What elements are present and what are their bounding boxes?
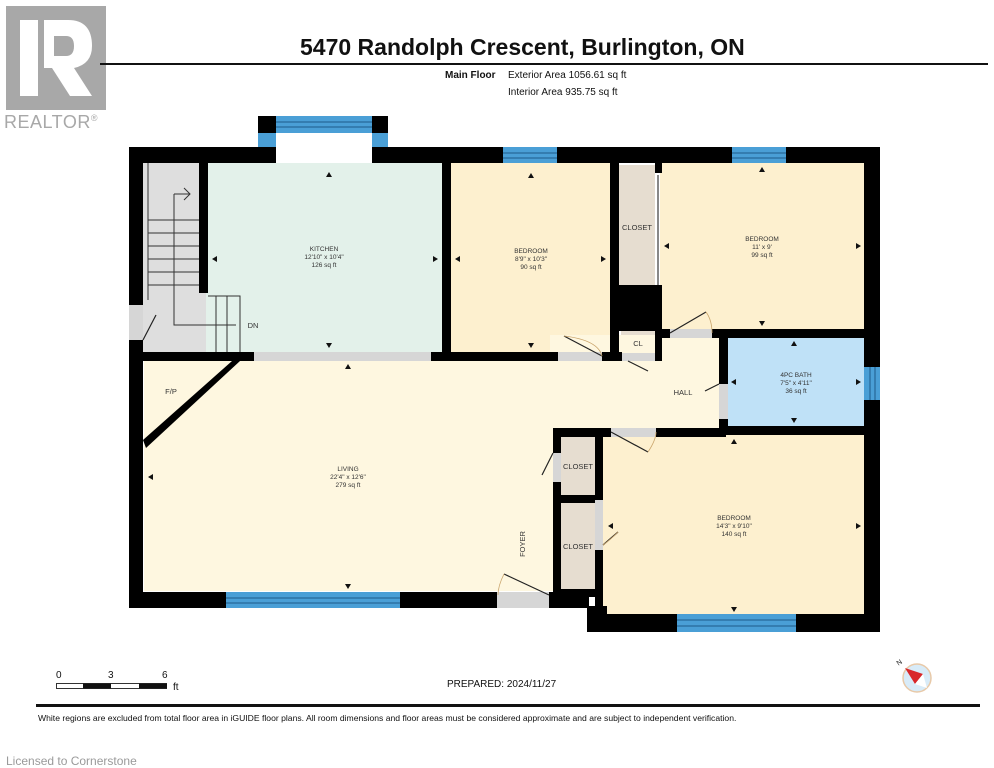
walls [129,147,880,632]
room-hall [550,335,722,430]
realtor-logo [6,6,106,110]
realtor-logo-text: REALTOR® [4,112,98,132]
room-area-bedroom-3: 140 sq ft [722,531,747,538]
scale-unit: ft [173,682,179,693]
dimension-markers [148,167,861,612]
room-area-bath: 36 sq ft [785,388,807,395]
room-name-bedroom-1: BEDROOM [514,248,548,255]
room-bedroom-1 [450,163,610,353]
room-area-living: 279 sq ft [336,482,361,489]
exterior-area: Exterior Area 1056.61 sq ft [508,70,627,81]
closet-1-fill [619,165,655,285]
room-name-bedroom-2: BEDROOM [745,236,779,243]
stairs [147,163,241,352]
floor-plan: KITCHEN 12'10" x 10'4" 126 sq ft BEDROOM… [129,116,880,632]
closet-2-fill [561,437,595,495]
windows [226,147,880,632]
floor-label: Main Floor [445,70,496,81]
closet-3-fill [561,503,595,589]
room-name-bath: 4PC BATH [780,372,812,379]
room-kitchen [206,163,442,355]
room-dims-bath: 7'5" x 4'11" [780,380,812,387]
door-openings [129,305,728,608]
room-dims-bedroom-2: 11' x 9' [752,244,772,251]
prepared-date: PREPARED: 2024/11/27 [447,679,557,690]
closet-label-1: CLOSET [622,223,652,232]
stairs-down-label: DN [248,321,259,330]
scale-bar: 0 3 6 ft [54,670,194,693]
compass-icon: N [896,659,932,693]
closet-label-3: CLOSET [563,542,593,551]
room-area-kitchen: 126 sq ft [312,262,337,269]
svg-text:N: N [896,659,904,668]
scale-tick-0: 0 [56,670,62,681]
room-name-living: LIVING [337,466,358,473]
cl-label: CL [633,339,643,348]
foyer-label: FOYER [518,531,527,557]
scale-tick-6: 6 [162,670,168,681]
room-name-kitchen: KITCHEN [310,246,339,253]
room-living [144,361,556,591]
room-area-bedroom-2: 99 sq ft [751,252,773,259]
room-name-bedroom-3: BEDROOM [717,515,751,522]
room-dims-living: 22'4" x 12'6" [330,474,366,481]
room-dims-bedroom-1: 8'9" x 10'3" [515,256,548,263]
footer-divider [36,704,980,707]
room-area-bedroom-1: 90 sq ft [520,264,542,271]
page-title: 5470 Randolph Crescent, Burlington, ON [300,34,745,60]
room-dims-kitchen: 12'10" x 10'4" [304,254,344,261]
fireplace-wall [143,361,240,448]
room-bedroom-2 [660,163,864,330]
hall-label: HALL [674,388,693,397]
room-bedroom-3 [602,435,864,615]
disclaimer-text: White regions are excluded from total fl… [38,713,737,723]
title-divider [100,63,988,65]
fireplace-label: F/P [165,387,177,396]
room-bath [727,338,864,426]
closet-label-2: CLOSET [563,462,593,471]
scale-tick-3: 3 [108,670,114,681]
interior-area: Interior Area 935.75 sq ft [508,87,618,98]
room-dims-bedroom-3: 14'3" x 9'10" [716,523,752,530]
license-text: Licensed to Cornerstone [6,754,137,768]
room-stairs [142,160,208,355]
